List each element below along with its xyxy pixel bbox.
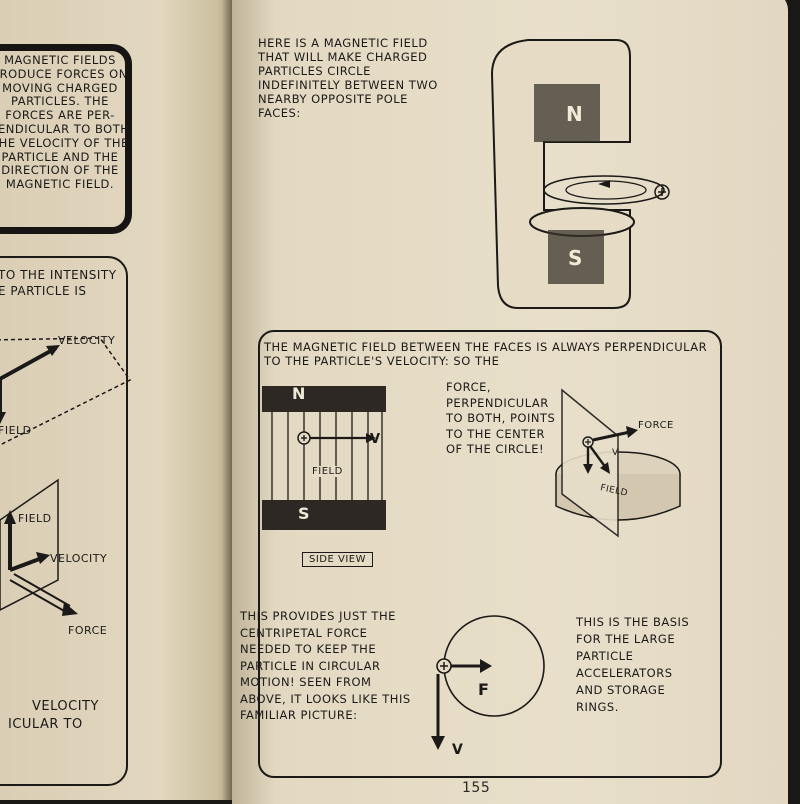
disk-v-label: V xyxy=(612,448,619,458)
label-field-top: FIELD xyxy=(0,424,32,437)
force-text: FORCE, PERPENDICULAR TO BOTH, POINTS TO … xyxy=(446,380,556,456)
magnet-n-label: N xyxy=(566,102,584,126)
explanation-panel xyxy=(258,330,722,778)
side-s-label: S xyxy=(298,504,311,523)
label-velocity-mid: VELOCITY xyxy=(50,552,108,565)
disk-diagram xyxy=(555,388,681,538)
disk-force-label: FORCE xyxy=(638,420,674,431)
circular-motion-diagram xyxy=(431,615,545,750)
circle-f-label: F xyxy=(478,680,490,699)
side-v-label: V xyxy=(370,432,381,447)
left-bottom-line-1: VELOCITY xyxy=(32,699,99,714)
label-velocity-top: VELOCITY xyxy=(58,334,116,347)
side-view-label: SIDE VIEW xyxy=(302,552,373,567)
side-n-label: N xyxy=(292,384,306,403)
side-view-diagram xyxy=(262,386,386,530)
side-field-label: FIELD xyxy=(312,466,343,477)
left-panel-line-1: TO THE INTENSITY xyxy=(0,268,117,282)
label-field-mid: FIELD xyxy=(18,512,52,525)
left-bottom-line-2: ICULAR TO xyxy=(8,717,83,732)
c-magnet-illustration xyxy=(490,39,670,309)
label-force-left: FORCE xyxy=(68,624,108,637)
left-panel-line-2: E PARTICLE IS xyxy=(0,284,87,298)
left-page: MAGNETIC FIELDS PRODUCE FORCES ON MOVING… xyxy=(0,0,238,800)
left-plane-diagram xyxy=(0,337,132,446)
panel-heading: THE MAGNETIC FIELD BETWEEN THE FACES IS … xyxy=(264,340,708,368)
basis-text: THIS IS THE BASIS FOR THE LARGE PARTICLE… xyxy=(576,615,690,714)
left-panel xyxy=(0,256,128,786)
centripetal-text: THIS PROVIDES JUST THE CENTRIPETAL FORCE… xyxy=(240,609,411,722)
left-vector-diagram xyxy=(0,478,78,616)
callout-box xyxy=(0,44,132,234)
intro-text: HERE IS A MAGNETIC FIELD THAT WILL MAKE … xyxy=(258,36,438,120)
circle-v-label: V xyxy=(452,742,464,758)
page-number: 155 xyxy=(462,780,491,796)
callout-text: MAGNETIC FIELDS PRODUCE FORCES ON MOVING… xyxy=(0,53,130,192)
magnet-s-label: S xyxy=(568,246,583,270)
